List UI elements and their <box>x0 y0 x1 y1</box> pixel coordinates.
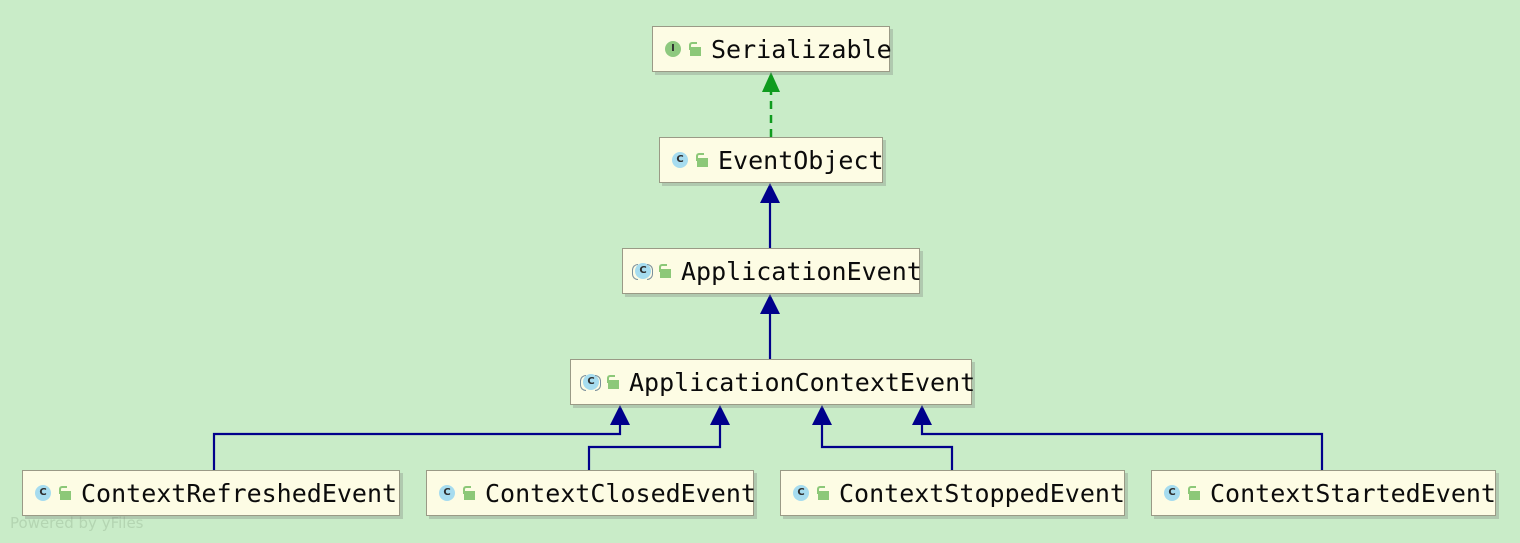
interface-icon-letter: I <box>665 40 681 57</box>
abstract-class-icon-letter: C <box>583 373 599 390</box>
unlocked-padlock-icon <box>59 485 72 501</box>
edge-contextstoppedevent-to-applicationcontextevent <box>812 405 954 470</box>
edge-contextstartedevent-to-applicationcontextevent <box>912 405 1324 470</box>
edge-contextclosedevent-to-applicationcontextevent <box>587 405 730 470</box>
edge-applicationcontextevent-to-applicationevent <box>760 294 780 359</box>
class-icon: C <box>670 151 689 170</box>
padlock-body <box>608 380 619 389</box>
padlock-shackle <box>607 375 615 383</box>
node-label: ApplicationContextEvent <box>629 367 976 397</box>
node-application-context-event[interactable]: C ApplicationContextEvent <box>570 359 976 405</box>
edge-applicationevent-to-eventobject <box>760 183 780 248</box>
edge-eventobject-to-serializable <box>762 72 780 137</box>
unlocked-padlock-icon <box>463 485 476 501</box>
padlock-body <box>1189 491 1200 500</box>
padlock-shackle <box>659 264 667 272</box>
class-icon: C <box>33 484 52 503</box>
node-label: EventObject <box>718 145 884 175</box>
padlock-body <box>818 491 829 500</box>
node-label: ContextStartedEvent <box>1210 478 1496 508</box>
padlock-body <box>464 491 475 500</box>
class-icon: C <box>437 484 456 503</box>
padlock-body <box>60 491 71 500</box>
padlock-body <box>690 47 701 56</box>
node-label: ContextRefreshedEvent <box>81 478 398 508</box>
node-context-stopped-event[interactable]: C ContextStoppedEvent <box>780 470 1125 516</box>
yfiles-watermark: Powered by yFiles <box>10 514 144 532</box>
class-icon: C <box>791 484 810 503</box>
node-context-refreshed-event[interactable]: C ContextRefreshedEvent <box>22 470 400 516</box>
class-icon: C <box>1162 484 1181 503</box>
node-serializable[interactable]: I Serializable <box>652 26 892 72</box>
abstract-class-icon: C <box>632 262 653 281</box>
node-label: ContextClosedEvent <box>485 478 756 508</box>
padlock-body <box>697 158 708 167</box>
node-context-closed-event[interactable]: C ContextClosedEvent <box>426 470 756 516</box>
unlocked-padlock-icon <box>696 152 709 168</box>
class-icon-letter: C <box>793 484 809 501</box>
unlocked-padlock-icon <box>1188 485 1201 501</box>
node-label: ApplicationEvent <box>681 256 922 286</box>
unlocked-padlock-icon <box>689 41 702 57</box>
unlocked-padlock-icon <box>659 263 672 279</box>
padlock-shackle <box>59 486 67 494</box>
node-context-started-event[interactable]: C ContextStartedEvent <box>1151 470 1496 516</box>
padlock-body <box>660 269 671 278</box>
unlocked-padlock-icon <box>817 485 830 501</box>
edge-contextrefreshedevent-to-applicationcontextevent <box>212 405 630 470</box>
class-icon-letter: C <box>672 151 688 168</box>
abstract-class-icon-letter: C <box>635 262 651 279</box>
node-event-object[interactable]: C EventObject <box>659 137 884 183</box>
padlock-shackle <box>1188 486 1196 494</box>
interface-icon: I <box>663 40 682 59</box>
node-label: Serializable <box>711 34 892 64</box>
node-application-event[interactable]: C ApplicationEvent <box>622 248 922 294</box>
padlock-shackle <box>817 486 825 494</box>
padlock-shackle <box>696 153 704 161</box>
padlock-shackle <box>463 486 471 494</box>
padlock-shackle <box>689 42 697 50</box>
unlocked-padlock-icon <box>607 374 620 390</box>
class-icon-letter: C <box>1164 484 1180 501</box>
abstract-class-icon: C <box>580 373 601 392</box>
class-icon-letter: C <box>439 484 455 501</box>
node-label: ContextStoppedEvent <box>839 478 1125 508</box>
class-icon-letter: C <box>35 484 51 501</box>
